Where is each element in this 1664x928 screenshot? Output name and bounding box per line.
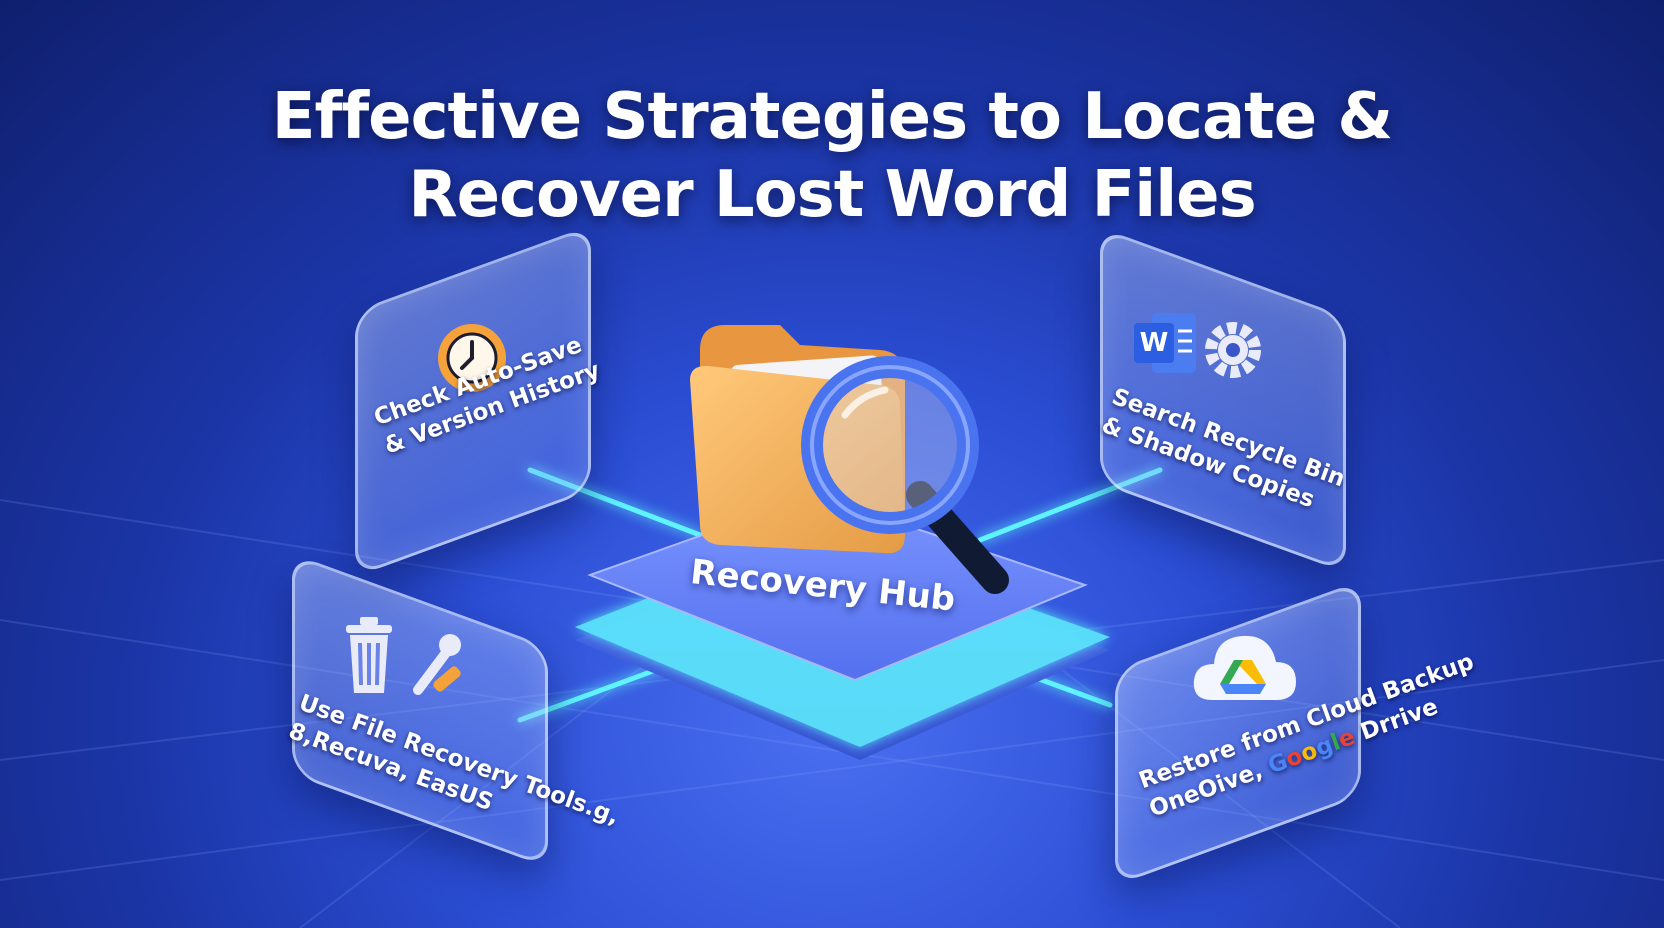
clock-icon: [438, 324, 506, 392]
connector-autosave: [527, 467, 703, 538]
tools-icons: [346, 617, 461, 695]
magnifier-icon: [801, 356, 1009, 594]
word-gear-icons: W: [1134, 313, 1261, 378]
wrench-icon: [413, 634, 461, 695]
word-letter: W: [1140, 328, 1169, 358]
trash-icon: [346, 617, 392, 693]
connector-recycle: [977, 467, 1163, 543]
gear-icon: [1205, 322, 1261, 378]
word-icon: W: [1134, 313, 1196, 373]
title-line-1: Effective Strategies to Locate &: [271, 80, 1393, 154]
cloud-drive-icon: [1193, 635, 1296, 700]
title-line-2: Recover Lost Word Files: [408, 158, 1256, 232]
